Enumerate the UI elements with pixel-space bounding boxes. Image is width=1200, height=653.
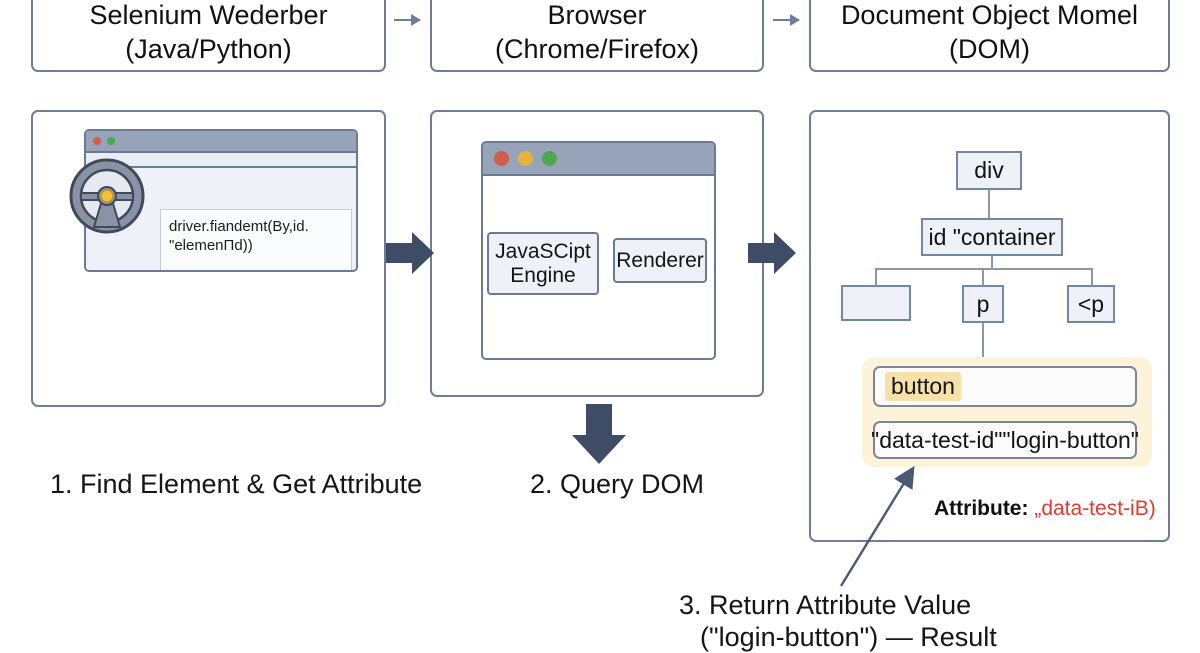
window-dot-green-icon [107, 137, 115, 145]
caption-step-2: 2. Query DOM [530, 469, 705, 499]
attribute-annotation-key: Attribute: [934, 497, 1029, 520]
top-box-browser-line1: Browser [547, 0, 647, 30]
tree-edge-p-to-button [982, 323, 984, 368]
window-dot-red-icon [93, 137, 101, 145]
connector-arrow-selenium-to-browser [394, 14, 421, 26]
renderer-box: Renderer [613, 238, 707, 283]
attribute-annotation: Attribute: „data-test-iB) [934, 497, 1156, 521]
dom-node-button: button [873, 366, 1137, 407]
dom-node-p-open: <p [1067, 285, 1115, 323]
dom-node-attribute: "data-test-id""login-button" [871, 421, 1139, 459]
tree-edge-div-container [988, 190, 990, 218]
steering-wheel-icon [69, 158, 145, 234]
top-box-browser: Browser (Chrome/Firefox) [430, 0, 764, 72]
js-engine-box: JavaSCipt Engine [487, 232, 599, 295]
code-line-2: "elemenΠd)) [169, 237, 253, 254]
tree-edge-to-empty [875, 268, 877, 286]
connector-arrow-browser-to-dom [773, 14, 800, 26]
attribute-annotation-value: „data-test-iB) [1034, 497, 1156, 520]
top-box-selenium: Selenium Wederber (Java/Python) [31, 0, 386, 72]
caption-step-3: 3. Return Attribute Value [679, 590, 972, 620]
code-window-titlebar [86, 131, 356, 153]
code-line-spacer [169, 255, 345, 269]
code-window-toolbar [86, 153, 356, 168]
window-dot-green-icon [542, 151, 557, 166]
tree-edge-container-stem [991, 256, 993, 269]
caption-step-1: 1. Find Element & Get Attribute [50, 469, 423, 499]
block-arrow-query-dom-down [572, 404, 626, 464]
top-box-dom-line2: (DOM) [949, 34, 1030, 64]
top-box-browser-line2: (Chrome/Firefox) [494, 34, 700, 64]
top-box-dom-line1: Document Object Momel [840, 0, 1139, 30]
dom-node-container: id "container [921, 218, 1063, 256]
caption-step-3-sub: ("login-button") — Result [700, 622, 997, 652]
top-box-selenium-line2: (Java/Python) [125, 34, 292, 64]
code-window-body: driver.fiandemt(By,id. "elemenΠd)) "gatr… [86, 168, 356, 270]
dom-node-p: p [962, 285, 1004, 323]
block-arrow-selenium-to-browser [386, 232, 434, 274]
js-engine-line1: JavaSCipt [495, 239, 591, 263]
dom-node-empty [841, 285, 911, 321]
window-dot-yellow-icon [518, 151, 533, 166]
js-engine-line2: Engine [510, 263, 576, 287]
tree-edge-to-p-open [1091, 268, 1093, 286]
top-box-selenium-line1: Selenium Wederber [89, 0, 328, 30]
tree-edge-to-p [982, 268, 984, 286]
block-arrow-browser-to-dom [748, 232, 796, 274]
tree-edge-horizontal [875, 268, 1093, 270]
top-box-dom: Document Object Momel (DOM) [809, 0, 1170, 72]
browser-window-titlebar [483, 143, 714, 176]
code-line-1: driver.fiandemt(By,id. [169, 218, 309, 235]
diagram-canvas: Selenium Wederber (Java/Python) Browser … [31, 0, 1170, 652]
dom-node-button-tag: button [885, 372, 961, 401]
window-dot-red-icon [494, 151, 509, 166]
dom-node-div: div [956, 151, 1022, 190]
code-snippet-card: driver.fiandemt(By,id. "elemenΠd)) "gatr… [160, 209, 352, 270]
code-line-4: "gatribute"data-test-id") [169, 269, 345, 270]
